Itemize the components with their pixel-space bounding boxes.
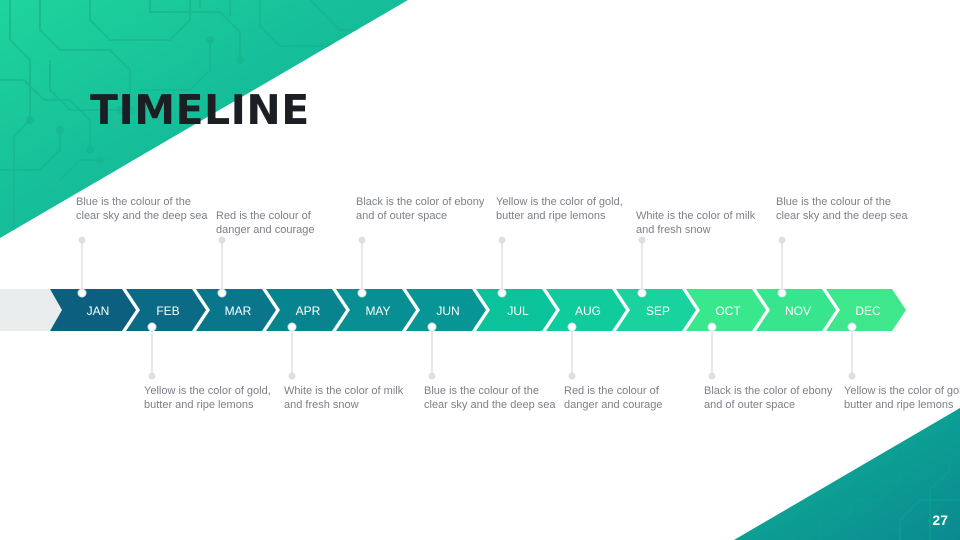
connector-above-jan-marker-dot bbox=[77, 288, 87, 298]
caption-below-apr: White is the color of milk and fresh sno… bbox=[284, 385, 404, 411]
connector-above-jan-end-dot bbox=[78, 236, 86, 244]
connector-below-dec-end-dot bbox=[848, 372, 856, 380]
chevron-aug bbox=[546, 289, 626, 331]
caption-above-mar: Red is the colour of danger and courage bbox=[216, 210, 315, 236]
connector-below-apr-end-dot bbox=[288, 372, 296, 380]
connector-above-jul-marker-dot bbox=[497, 288, 507, 298]
connector-below-feb-marker-dot bbox=[147, 322, 157, 332]
caption-above-jan: Blue is the colour of the clear sky and … bbox=[76, 196, 208, 222]
timeline-lead-arrow bbox=[0, 289, 62, 331]
chevron-may bbox=[336, 289, 416, 331]
caption-above-may: Black is the color of ebony and of outer… bbox=[356, 196, 485, 222]
chevron-jul bbox=[476, 289, 556, 331]
connector-below-jun-end-dot bbox=[428, 372, 436, 380]
connector-below-oct-marker-dot bbox=[707, 322, 717, 332]
connector-above-nov-marker-dot bbox=[777, 288, 787, 298]
connector-below-jun-marker-dot bbox=[427, 322, 437, 332]
connector-above-mar-end-dot bbox=[218, 236, 226, 244]
caption-above-jul: Yellow is the color of gold, butter and … bbox=[496, 196, 623, 222]
chevron-jan bbox=[50, 289, 136, 331]
connector-above-may-end-dot bbox=[358, 236, 366, 244]
caption-above-sep: White is the color of milk and fresh sno… bbox=[636, 210, 756, 236]
chevron-jun bbox=[406, 289, 486, 331]
connector-below-feb-end-dot bbox=[148, 372, 156, 380]
connector-above-sep-end-dot bbox=[638, 236, 646, 244]
timeline-shapes bbox=[0, 236, 906, 380]
page-number: 27 bbox=[932, 512, 948, 528]
chevron-mar bbox=[196, 289, 276, 331]
caption-below-feb: Yellow is the color of gold, butter and … bbox=[144, 385, 271, 411]
caption-below-jun: Blue is the colour of the clear sky and … bbox=[424, 385, 556, 411]
connector-below-dec-marker-dot bbox=[847, 322, 857, 332]
page-title: TIMELINE bbox=[90, 86, 310, 134]
caption-below-dec: Yellow is the color of gold, butter and … bbox=[844, 385, 960, 411]
chevron-apr bbox=[266, 289, 346, 331]
connector-below-aug-end-dot bbox=[568, 372, 576, 380]
caption-below-oct: Black is the color of ebony and of outer… bbox=[704, 385, 833, 411]
chevron-feb bbox=[126, 289, 206, 331]
chevron-nov bbox=[756, 289, 836, 331]
circuit-pattern-bottom-right bbox=[789, 420, 960, 540]
bottom-right-circuit-triangle bbox=[734, 408, 960, 540]
caption-below-aug: Red is the colour of danger and courage bbox=[564, 385, 663, 411]
chevron-dec bbox=[826, 289, 906, 331]
chevron-oct bbox=[686, 289, 766, 331]
connector-above-sep-marker-dot bbox=[637, 288, 647, 298]
connector-below-apr-marker-dot bbox=[287, 322, 297, 332]
connector-above-nov-end-dot bbox=[778, 236, 786, 244]
connector-above-mar-marker-dot bbox=[217, 288, 227, 298]
connector-above-jul-end-dot bbox=[498, 236, 506, 244]
circuit-pattern-top-left bbox=[0, 0, 380, 238]
connector-above-may-marker-dot bbox=[357, 288, 367, 298]
connector-below-aug-marker-dot bbox=[567, 322, 577, 332]
caption-above-nov: Blue is the colour of the clear sky and … bbox=[776, 196, 908, 222]
chevron-sep bbox=[616, 289, 696, 331]
connector-below-oct-end-dot bbox=[708, 372, 716, 380]
top-left-circuit-triangle bbox=[0, 0, 408, 238]
